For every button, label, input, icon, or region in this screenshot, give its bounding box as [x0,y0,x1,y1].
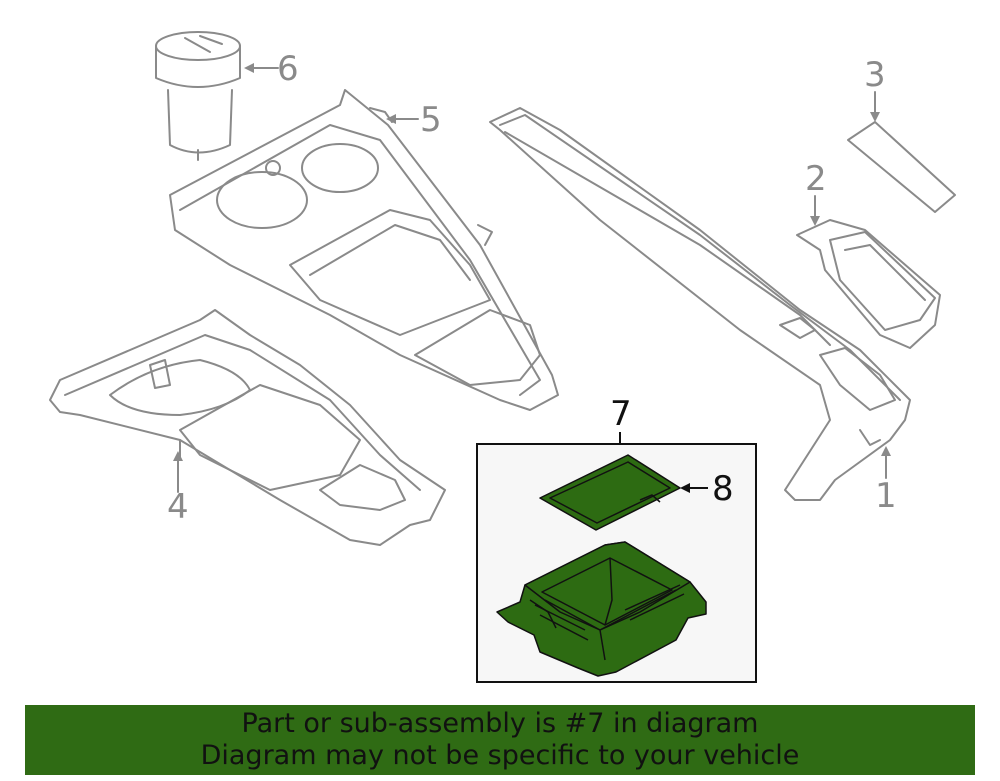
info-banner: Part or sub-assembly is #7 in diagram Di… [25,705,975,775]
part-5-console-trim [169,89,559,411]
part-3-plate [847,121,956,213]
callout-6: 6 [277,49,299,89]
leader-lines-grey [177,67,887,493]
callout-7: 7 [610,394,632,434]
arrowheads-grey [173,63,891,461]
callout-2: 2 [805,159,827,199]
callout-4: 4 [167,487,189,527]
callout-8: 8 [712,469,734,509]
part-6-knob [155,31,241,161]
part-2-tray [796,219,941,349]
part-7-highlight-box: 7 8 [476,394,757,683]
part-4-lower-console [49,309,446,546]
part-1-side-trim [489,107,911,501]
callout-3: 3 [864,55,886,95]
part-7-bin [496,541,707,677]
parts-diagram: 6 5 3 2 4 1 7 8 [49,31,956,683]
part-8-lid [539,454,681,531]
callout-1: 1 [875,476,897,516]
callout-5: 5 [420,100,442,140]
banner-line-1: Part or sub-assembly is #7 in diagram [241,708,759,739]
banner-line-2: Diagram may not be specific to your vehi… [200,740,800,771]
